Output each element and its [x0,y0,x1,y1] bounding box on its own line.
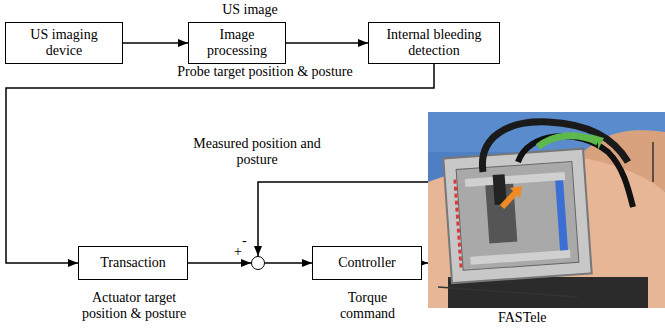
box-text: Transaction [100,255,166,271]
signal-arrow [422,262,428,264]
signal-label: Actuator target position & posture [70,290,198,322]
process-box: Image processing [188,22,286,64]
box-text: Controller [338,255,396,271]
summing-junction: +- [251,256,265,270]
box-text: US imaging device [11,27,117,59]
signal-arrow [6,64,434,263]
signal-arrow [286,42,368,44]
signal-arrow [188,262,251,264]
node-label: + [234,244,242,260]
signal-label: Measured position and posture [172,136,342,168]
signal-arrow [265,262,312,264]
device-photo-frame: FASTele [428,112,665,308]
signal-label: US image [205,2,295,18]
signal-arrow [258,182,428,256]
signal-arrow [123,42,188,44]
signal-label: Torque command [325,290,410,322]
process-box: Controller [312,246,422,280]
box-text: Internal bleeding detection [374,27,494,59]
node-label: - [242,233,247,249]
process-box: Internal bleeding detection [368,22,500,64]
process-box: US imaging device [5,22,123,64]
device-photo [428,112,665,308]
signal-label: Probe target position & posture [120,64,410,80]
box-text: Image processing [194,27,280,59]
process-box: Transaction [78,246,188,280]
node-label: FASTele [498,310,547,326]
